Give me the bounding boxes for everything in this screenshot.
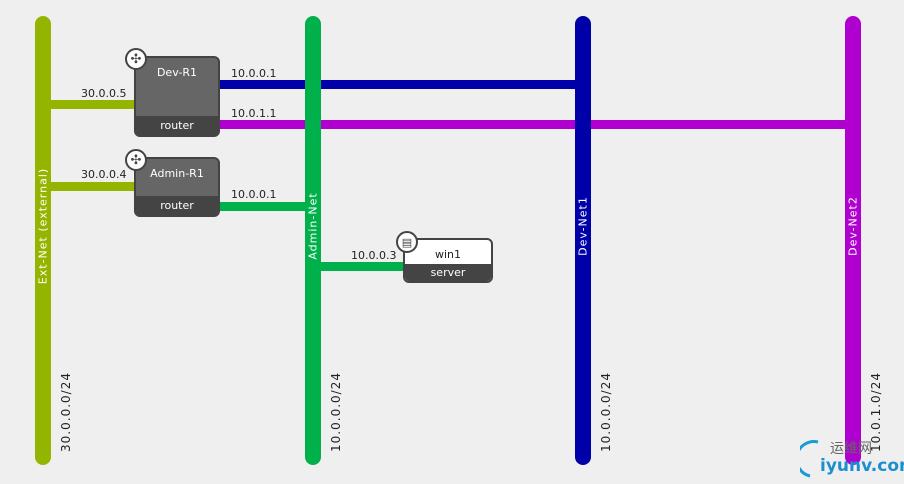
ip-label: 30.0.0.5: [81, 87, 127, 100]
router-icon: ✣: [125, 48, 147, 70]
device-name: Dev-R1: [156, 66, 198, 79]
network-cidr: 10.0.0.0/24: [599, 372, 613, 452]
watermark-cn: 运维网: [830, 441, 872, 457]
link-adminr1-adminnet: [220, 202, 321, 211]
ip-label: 10.0.1.1: [231, 107, 277, 120]
server-win1[interactable]: win1 server: [403, 238, 493, 283]
device-name: win1: [434, 248, 462, 261]
watermark-swirl-icon: [800, 440, 819, 478]
server-icon: ▤: [396, 231, 418, 253]
link-devr1-ext: [51, 100, 135, 109]
ip-label: 10.0.0.1: [231, 67, 277, 80]
network-cidr: 10.0.0.0/24: [329, 372, 343, 452]
link-win1-adminnet: [321, 262, 405, 271]
device-type: server: [405, 264, 491, 281]
ip-label: 10.0.0.1: [231, 188, 277, 201]
network-admin-net[interactable]: Admin-Net: [305, 16, 321, 465]
device-name: Admin-R1: [150, 167, 204, 180]
network-dev-net1[interactable]: Dev-Net1: [575, 16, 591, 465]
device-type: router: [136, 116, 218, 135]
network-ext-net[interactable]: Ext-Net (external): [35, 16, 51, 465]
ip-label: 30.0.0.4: [81, 168, 127, 181]
link-devr1-devnet2: [220, 120, 861, 129]
network-name: Dev-Net1: [576, 196, 590, 256]
device-type: router: [136, 196, 218, 215]
ip-label: 10.0.0.3: [351, 249, 397, 262]
link-adminr1-ext: [51, 182, 135, 191]
router-admin-r1[interactable]: Admin-R1 router: [134, 157, 220, 217]
link-devr1-devnet1: [220, 80, 591, 89]
router-icon: ✣: [125, 149, 147, 171]
network-dev-net2[interactable]: Dev-Net2: [845, 16, 861, 465]
network-cidr: 30.0.0.0/24: [59, 372, 73, 452]
network-name: Dev-Net2: [846, 196, 860, 256]
watermark-en: iyunv.com: [820, 456, 904, 476]
network-name: Admin-Net: [306, 192, 320, 260]
network-name: Ext-Net (external): [36, 167, 50, 285]
router-dev-r1[interactable]: Dev-R1 router: [134, 56, 220, 137]
